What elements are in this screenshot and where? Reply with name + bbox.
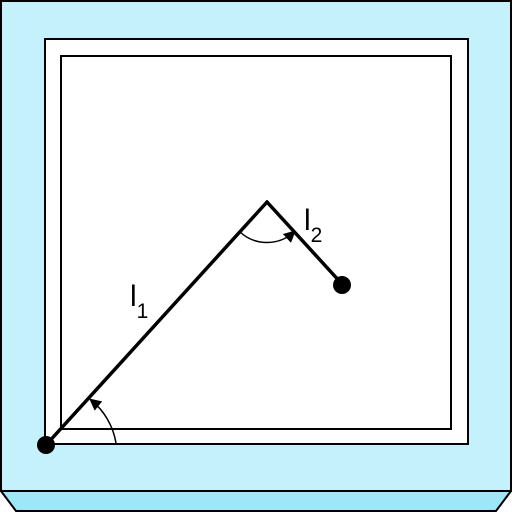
link-1-label: l1 xyxy=(130,280,148,323)
angle-arc-joint-2 xyxy=(239,230,296,244)
link-2-label-base: l xyxy=(304,204,311,237)
frame-bottom-bevel xyxy=(0,490,512,512)
workspace-inner-border xyxy=(60,55,452,430)
link-1 xyxy=(44,200,269,447)
link-1-label-base: l xyxy=(130,280,137,313)
end-effector xyxy=(333,276,351,294)
link-2 xyxy=(265,200,344,286)
link-2-label-subscript: 2 xyxy=(311,224,323,247)
angle-arc-joint-1 xyxy=(89,398,117,444)
link-2-label: l2 xyxy=(304,204,322,247)
link-1-label-subscript: 1 xyxy=(137,300,149,323)
base-joint xyxy=(37,436,55,454)
